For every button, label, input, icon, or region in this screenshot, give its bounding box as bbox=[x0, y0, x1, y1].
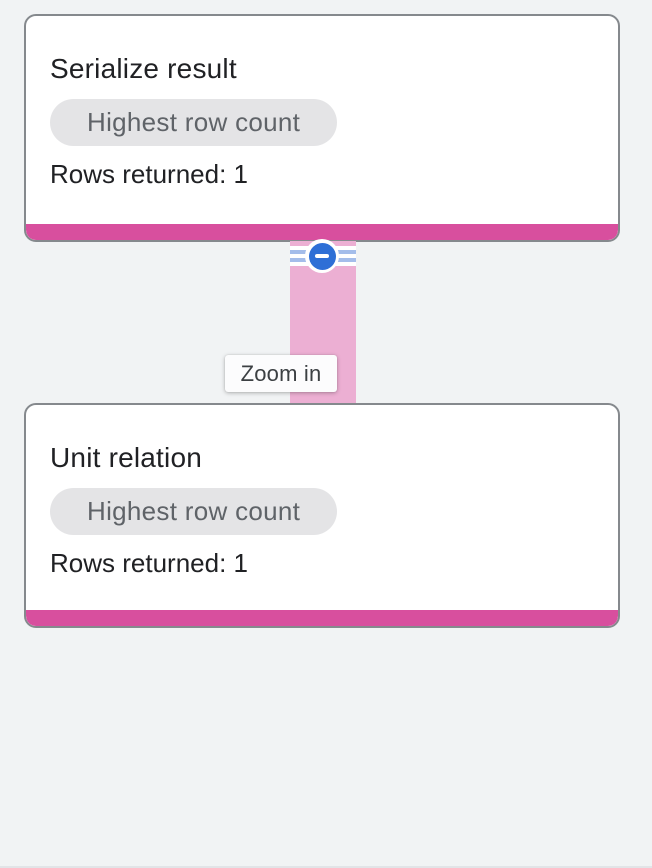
stage-accent-bar bbox=[26, 224, 618, 240]
tooltip-label: Zoom in bbox=[240, 360, 322, 386]
stage-accent-bar bbox=[26, 610, 618, 626]
highest-row-count-badge: Highest row count bbox=[50, 488, 338, 535]
stage-title: Serialize result bbox=[50, 53, 237, 84]
stage-node-unit-relation[interactable]: Unit relation Highest row count Rows ret… bbox=[24, 403, 620, 628]
zoom-in-tooltip: Zoom in bbox=[225, 355, 337, 392]
minus-icon bbox=[315, 254, 329, 258]
window-bottom-edge bbox=[0, 866, 652, 868]
collapse-button-circle bbox=[308, 242, 336, 270]
rows-returned-label: Rows returned: 1 bbox=[50, 548, 248, 578]
stage-title: Unit relation bbox=[50, 442, 203, 473]
highest-row-count-badge: Highest row count bbox=[50, 99, 338, 146]
collapse-edge-button[interactable] bbox=[305, 239, 339, 273]
rows-returned-label: Rows returned: 1 bbox=[50, 159, 248, 189]
stage-node-serialize-result[interactable]: Serialize result Highest row count Rows … bbox=[24, 14, 620, 242]
